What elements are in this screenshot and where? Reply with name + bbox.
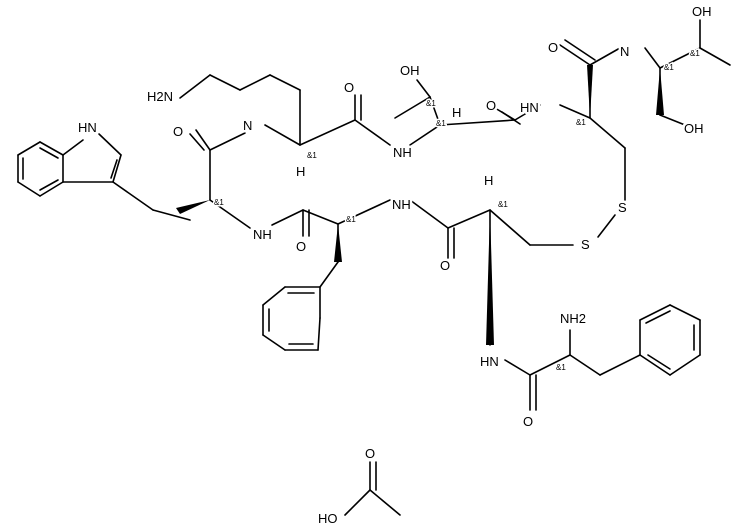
- amine-nh2-label: H2N: [147, 89, 173, 104]
- stereo-label: &1: [214, 198, 224, 207]
- sulfur-2-label: S: [581, 237, 590, 252]
- indole-hn-label: HN: [78, 120, 97, 135]
- stereo-bonds: [176, 65, 664, 345]
- acetic-carbonyl-o-label: O: [365, 446, 375, 461]
- stereo-descriptors: &1 &1 &1 &1 &1 &1 &1 &1 &1 &1: [213, 48, 702, 374]
- cys-carbonyl-o-2-label: O: [440, 258, 450, 273]
- thr-hydroxyl-label: OH: [400, 63, 420, 78]
- thr-alpha-h-label: H: [452, 105, 461, 120]
- stereo-label: &1: [576, 118, 586, 127]
- stereo-label: &1: [307, 151, 317, 160]
- stereo-label: &1: [498, 200, 508, 209]
- lys-carbonyl-o-label: O: [344, 80, 354, 95]
- cys-hn-label: HN: [520, 100, 539, 115]
- stereo-label: &1: [664, 63, 674, 72]
- stereo-label: &1: [436, 119, 446, 128]
- trp-nh-label: NH: [253, 227, 272, 242]
- bond-layer: [17, 19, 731, 516]
- threoninol-ch2oh-label: OH: [684, 121, 704, 136]
- trp-carbonyl-o-label: O: [173, 124, 183, 139]
- phe-nh-label: NH: [392, 197, 411, 212]
- stereo-label: &1: [690, 49, 700, 58]
- stereo-label: &1: [346, 215, 356, 224]
- acetic-ho-label: HO: [318, 511, 338, 525]
- atom-labels: H2N HN O N NH O NH O NH OH O HN O N OH O…: [76, 2, 715, 525]
- stereo-label: &1: [556, 363, 566, 372]
- threoninol-nh-label: N: [620, 44, 629, 59]
- thr-nh-label: NH: [393, 145, 412, 160]
- phe-nh2-label: NH2: [560, 311, 586, 326]
- phe-carbonyl-o-label: O: [296, 239, 306, 254]
- lys-n-label: N: [243, 118, 252, 133]
- lys-alpha-h-label: H: [296, 164, 305, 179]
- stereo-label: &1: [426, 99, 436, 108]
- cys-alpha-h-label: H: [484, 173, 493, 188]
- cys-carbonyl-o-label: O: [548, 40, 558, 55]
- phe-carbonyl-o-label-2: O: [523, 414, 533, 429]
- threoninol-oh-label: OH: [692, 4, 712, 19]
- sulfur-1-label: S: [618, 200, 627, 215]
- phe-n-term-hn-label: HN: [480, 354, 499, 369]
- thr-carbonyl-o-label: O: [486, 98, 496, 113]
